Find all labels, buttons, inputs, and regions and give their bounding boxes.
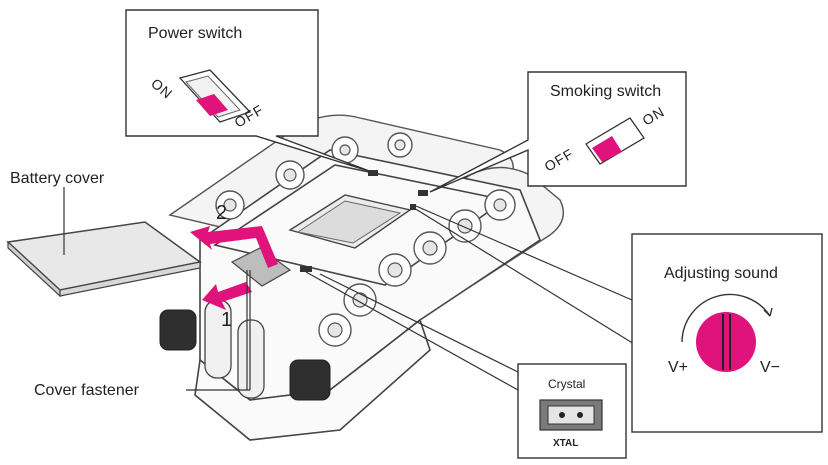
adjusting-sound-callout: Adjusting sound V+ V−	[631, 233, 823, 433]
sound-minus-label: V−	[760, 359, 780, 376]
front-gear-left	[159, 309, 197, 351]
smoking-switch-callout: Smoking switch OFF ON	[429, 71, 687, 193]
power-switch-knob	[196, 94, 228, 116]
battery-cover-part	[6, 221, 202, 298]
adjusting-sound-label: Adjusting sound	[664, 265, 778, 282]
tank-illustration	[159, 114, 564, 441]
arrow-step-1	[202, 282, 252, 310]
cover-fastener-label: Cover fastener	[34, 382, 140, 399]
step-2-number: 2	[216, 202, 227, 224]
tank-lower-hull	[194, 318, 431, 441]
battery-cover-label: Battery cover	[10, 170, 105, 187]
sound-plus-label: V+	[668, 359, 688, 376]
power-switch-slot	[368, 170, 378, 176]
crystal-slot	[300, 266, 312, 272]
smoking-switch-label: Smoking switch	[550, 83, 661, 100]
arrow-step-2	[190, 226, 278, 268]
sound-adjust-slot	[410, 204, 416, 210]
sound-adjust-knob	[696, 312, 756, 372]
motor-right	[237, 319, 265, 399]
removal-arrows	[190, 226, 278, 310]
power-switch-label: Power switch	[148, 25, 242, 42]
rear-road-wheels	[215, 132, 413, 220]
cover-fastener	[230, 247, 292, 287]
xtal-label: XTAL	[553, 438, 578, 449]
power-switch-callout: Power switch ON OFF	[125, 9, 373, 173]
step-1-number: 1	[221, 309, 232, 331]
smoking-switch-knob	[592, 136, 622, 162]
crystal-callout: Crystal XTAL	[517, 363, 627, 459]
right-road-wheels	[318, 189, 516, 347]
smoking-switch-slot	[418, 190, 428, 196]
front-gear-right	[289, 359, 331, 401]
leader-lines	[63, 187, 661, 391]
crystal-label: Crystal	[548, 377, 585, 391]
